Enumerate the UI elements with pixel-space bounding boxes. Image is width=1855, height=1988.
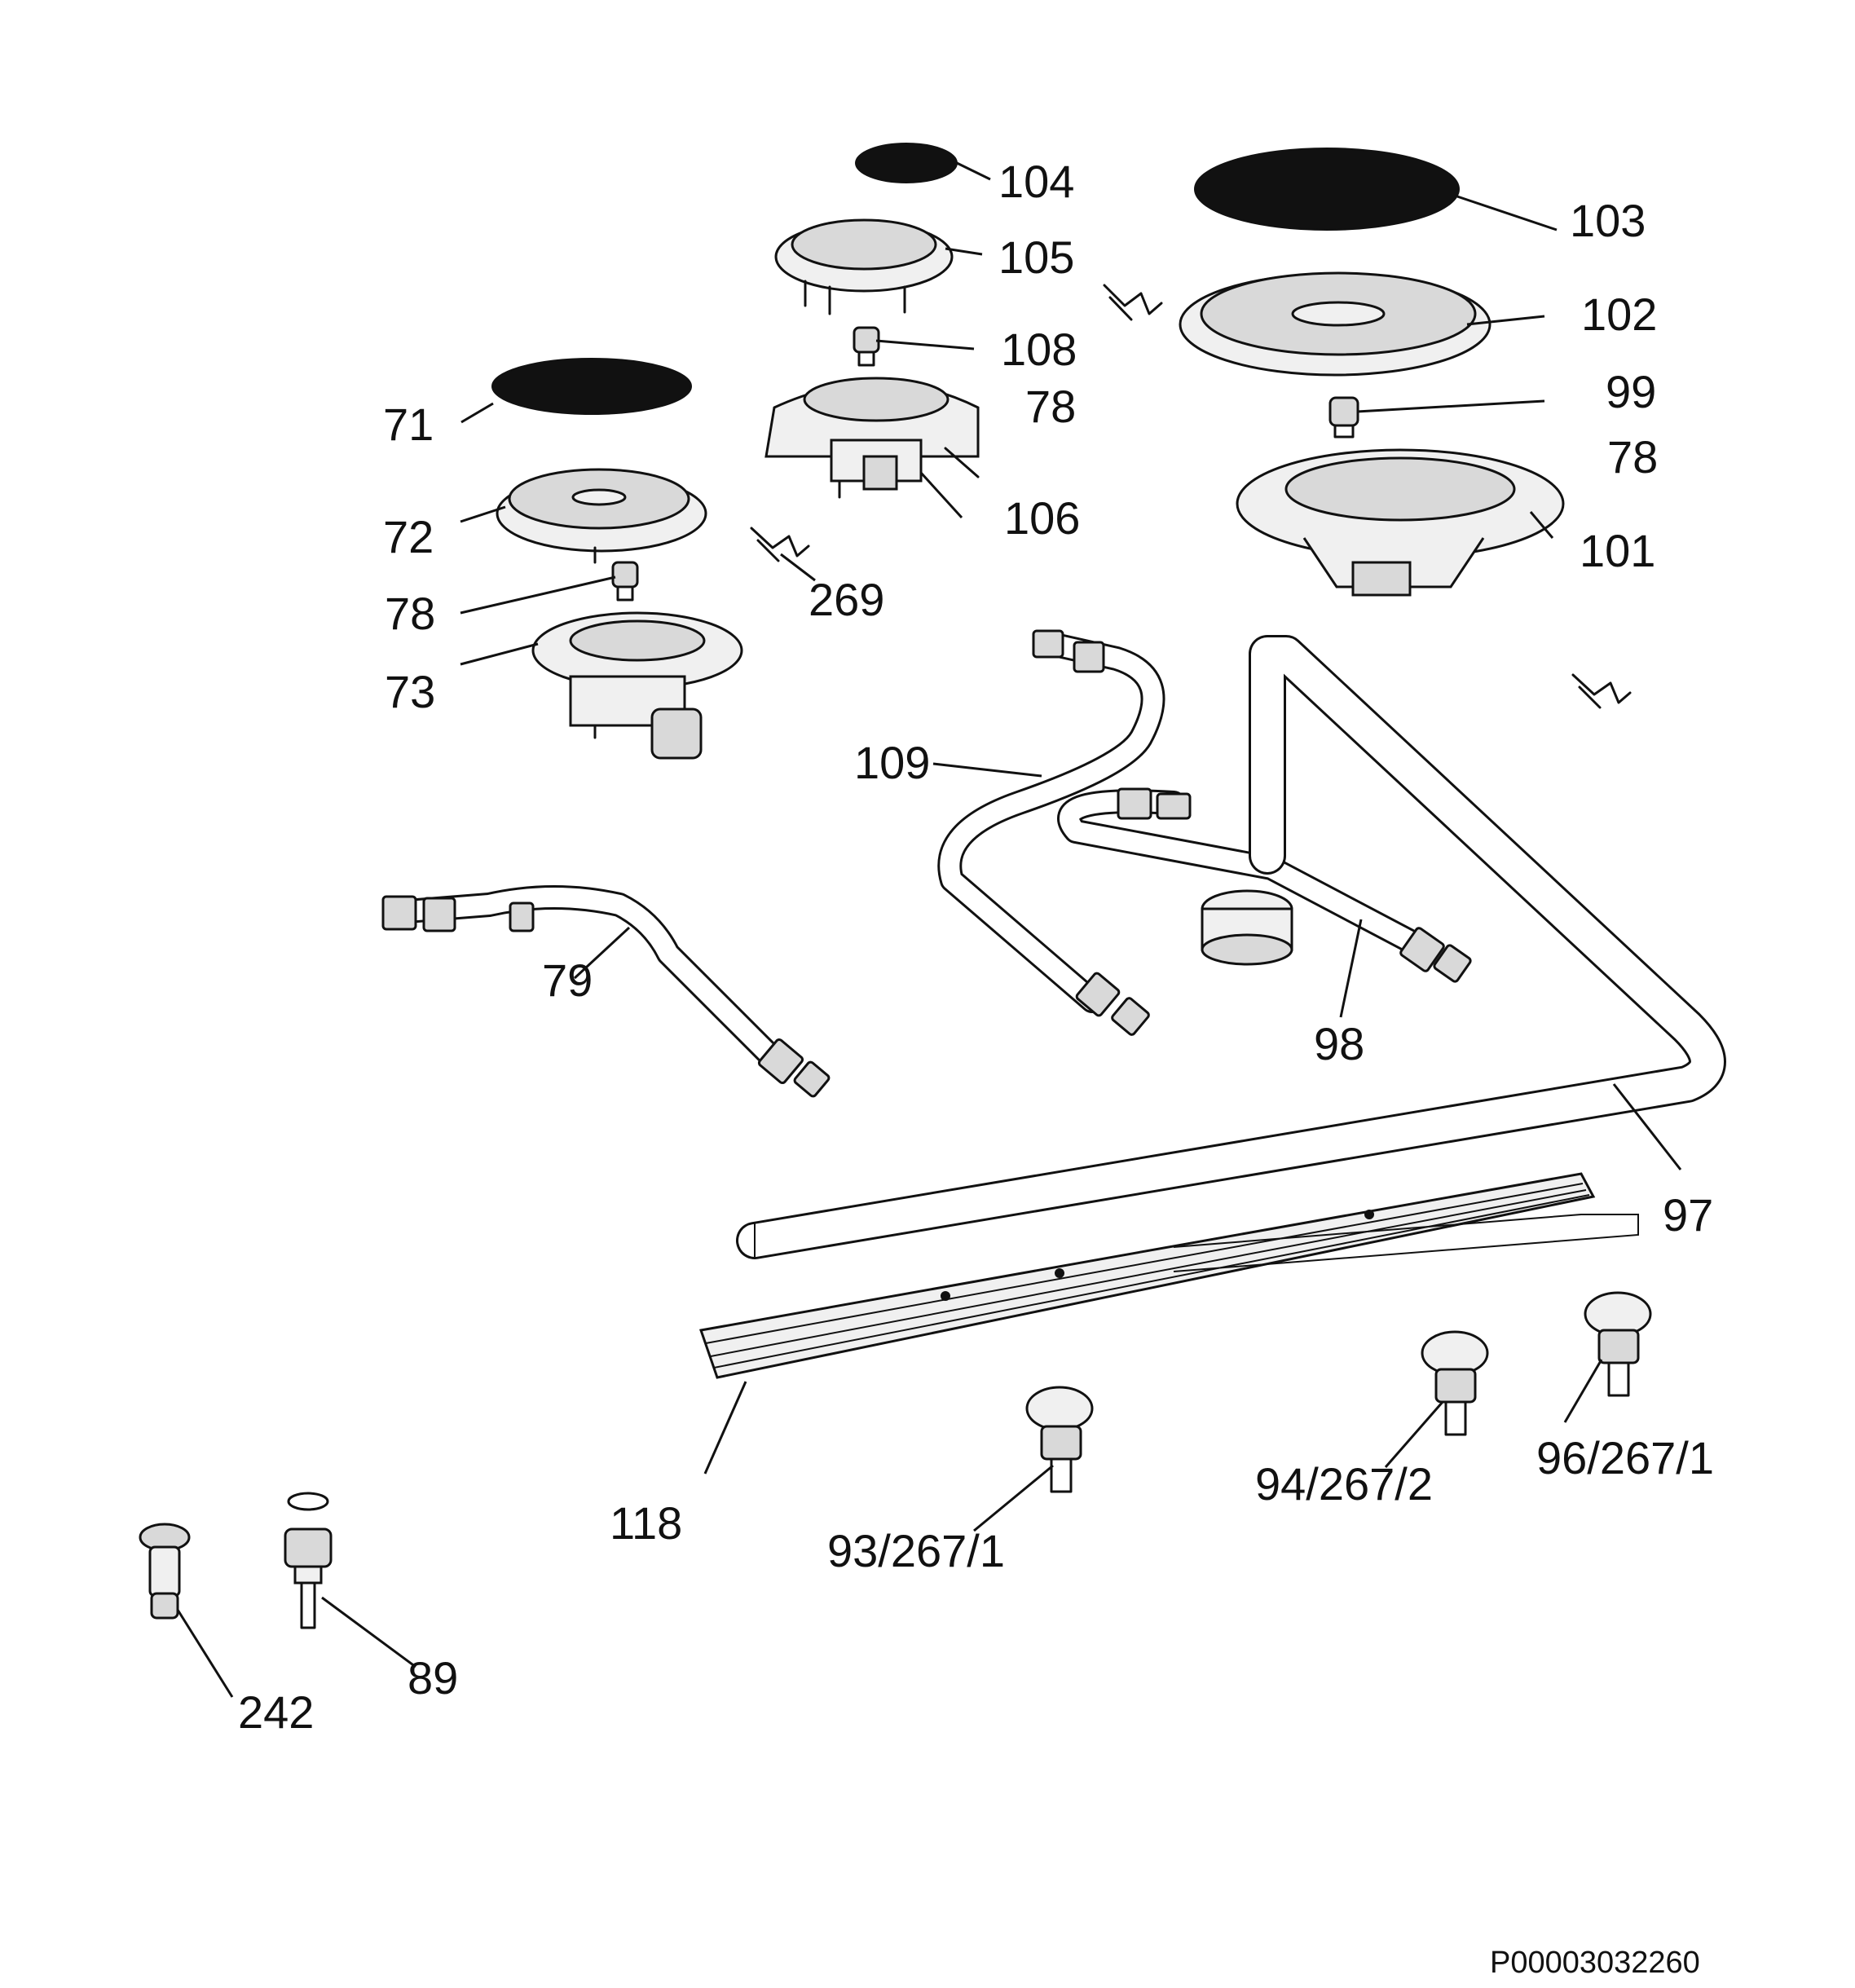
label-79: 79 <box>542 954 593 1006</box>
label-242: 242 <box>238 1686 314 1738</box>
injector-78-left <box>611 561 639 602</box>
label-78-left: 78 <box>385 588 435 639</box>
leader-lines <box>176 160 1682 1698</box>
label-269: 269 <box>809 574 884 625</box>
drawing-code: P00003032260 <box>1490 1946 1700 1980</box>
label-104: 104 <box>998 156 1074 207</box>
label-89: 89 <box>408 1652 458 1704</box>
fitting-89 <box>284 1492 333 1629</box>
label-72: 72 <box>383 511 434 562</box>
burner-crown-72 <box>496 468 707 564</box>
label-73: 73 <box>385 666 435 717</box>
label-101: 101 <box>1580 525 1655 576</box>
label-118: 118 <box>610 1497 682 1549</box>
label-109: 109 <box>854 737 930 788</box>
bracket-118 <box>699 1172 1639 1379</box>
gas-tap-96 <box>1584 1291 1652 1397</box>
burner-crown-105 <box>774 218 954 315</box>
label-78-right: 78 <box>1607 431 1658 483</box>
clip-269-a <box>1103 284 1163 321</box>
fitting-242 <box>139 1523 191 1620</box>
label-106: 106 <box>1004 492 1080 544</box>
label-93-267-1: 93/267/1 <box>827 1525 1005 1576</box>
gas-tap-94 <box>1421 1330 1489 1436</box>
burner-cap-103 <box>1194 148 1460 231</box>
label-105: 105 <box>998 231 1074 283</box>
burner-body-106 <box>764 377 980 499</box>
label-96-267-1: 96/267/1 <box>1536 1432 1714 1483</box>
clip-269-b <box>750 527 810 562</box>
label-99: 99 <box>1606 366 1656 417</box>
label-108: 108 <box>1001 324 1077 375</box>
label-78-top: 78 <box>1025 381 1076 432</box>
injector-99 <box>1328 396 1359 439</box>
gas-tap-93 <box>1025 1386 1094 1493</box>
manifold-pipe-97 <box>736 635 1726 1259</box>
injector-108 <box>853 326 880 367</box>
clip-269-c <box>1571 673 1632 709</box>
gas-tube-98 <box>1057 787 1472 983</box>
burner-body-73 <box>531 611 743 760</box>
label-97: 97 <box>1663 1189 1713 1241</box>
label-71: 71 <box>383 399 434 450</box>
label-103: 103 <box>1570 195 1646 246</box>
burner-crown-102 <box>1179 271 1491 377</box>
label-98: 98 <box>1314 1018 1364 1069</box>
burner-cap-71 <box>491 358 692 415</box>
burner-body-101 <box>1236 448 1565 597</box>
gas-tube-79 <box>381 885 831 1098</box>
label-102: 102 <box>1581 289 1657 340</box>
gas-tube-109 <box>937 629 1165 1036</box>
burner-cap-104 <box>855 143 958 183</box>
label-94-267-2: 94/267/2 <box>1255 1458 1433 1510</box>
